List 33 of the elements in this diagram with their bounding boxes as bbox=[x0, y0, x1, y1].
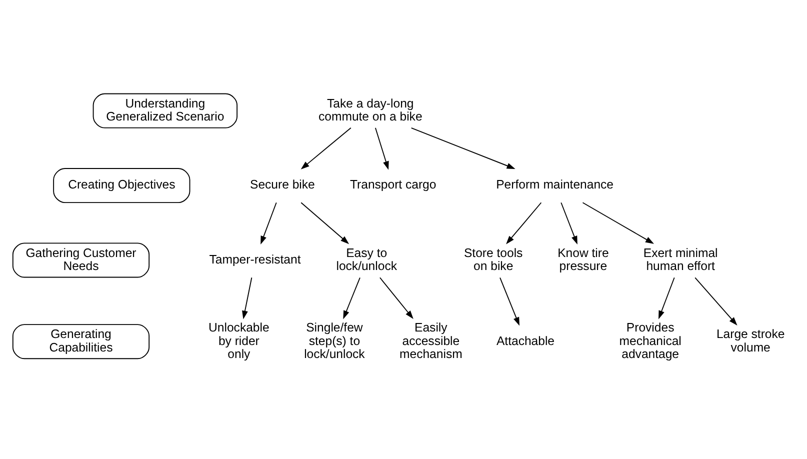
arrow bbox=[658, 277, 675, 320]
arrow bbox=[694, 277, 738, 326]
arrow bbox=[260, 202, 277, 245]
node-text: Exert minimal human effort bbox=[643, 246, 718, 274]
arrow bbox=[374, 127, 389, 170]
node-box: Generating Capabilities bbox=[12, 324, 150, 360]
node-box: Gathering Customer Needs bbox=[12, 242, 150, 278]
node-box: Creating Objectives bbox=[53, 168, 190, 204]
arrow bbox=[506, 202, 542, 244]
node-text: Single/few step(s) to lock/unlock bbox=[304, 320, 365, 362]
arrow bbox=[379, 277, 414, 319]
arrow bbox=[242, 277, 252, 320]
node-text: Perform maintenance bbox=[496, 178, 614, 192]
node-text: Easy to lock/unlock bbox=[336, 246, 397, 274]
arrow bbox=[343, 277, 360, 320]
node-text: Tamper-resistant bbox=[209, 252, 301, 266]
node-box: Understanding Generalized Scenario bbox=[92, 93, 238, 128]
node-text: Large stroke volume bbox=[716, 327, 785, 354]
node-text: Easily accessible mechanism bbox=[400, 320, 462, 362]
arrow bbox=[560, 202, 578, 244]
node-text: Store tools on bike bbox=[464, 246, 523, 274]
arrow bbox=[582, 202, 654, 244]
node-text: Attachable bbox=[496, 334, 555, 348]
node-text: Unlockable by rider only bbox=[208, 320, 270, 362]
node-text: Provides mechanical advantage bbox=[619, 320, 682, 362]
node-text: Know tire pressure bbox=[558, 246, 609, 274]
arrow bbox=[500, 277, 520, 326]
arrow bbox=[410, 127, 516, 169]
node-text: Transport cargo bbox=[350, 178, 436, 192]
arrow bbox=[300, 127, 352, 170]
node-text: Take a day-long commute on a bike bbox=[318, 96, 422, 124]
arrow bbox=[300, 202, 350, 244]
node-text: Secure bike bbox=[250, 178, 315, 192]
